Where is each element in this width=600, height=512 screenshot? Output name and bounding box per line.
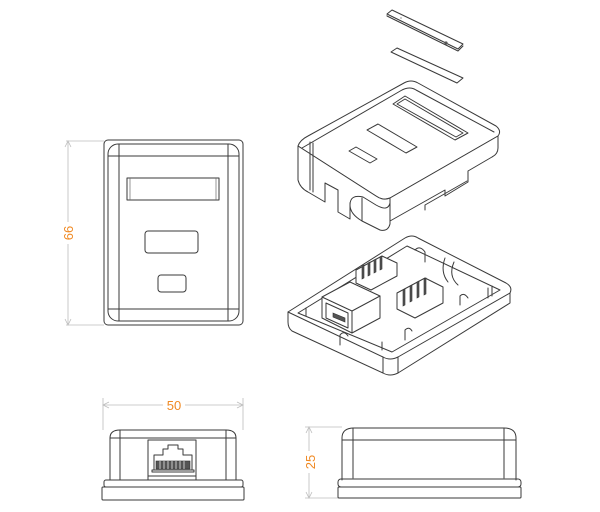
dimension-depth-label: 25 xyxy=(303,455,318,469)
bottom-view: 50 xyxy=(101,397,245,501)
side-view: 25 xyxy=(301,426,522,499)
dimension-height-label: 66 xyxy=(61,226,76,240)
exploded-view xyxy=(287,9,512,376)
idc-terminal-block-1 xyxy=(355,255,398,291)
dimension-height: 66 xyxy=(60,140,104,326)
base-housing xyxy=(287,235,512,376)
dimension-width: 50 xyxy=(102,397,244,430)
dimension-depth: 25 xyxy=(301,426,342,499)
cover-housing xyxy=(297,80,501,231)
rj45-jack xyxy=(321,281,381,334)
front-view: 66 xyxy=(60,139,244,326)
label-window xyxy=(126,177,220,201)
lower-opening xyxy=(157,274,187,293)
upper-opening xyxy=(144,230,199,254)
paper-label xyxy=(390,47,464,84)
dimension-width-label: 50 xyxy=(167,398,181,413)
rj45-port-icon xyxy=(147,439,197,481)
idc-terminal-block-2 xyxy=(396,277,444,319)
label-cover-strip xyxy=(386,9,464,52)
